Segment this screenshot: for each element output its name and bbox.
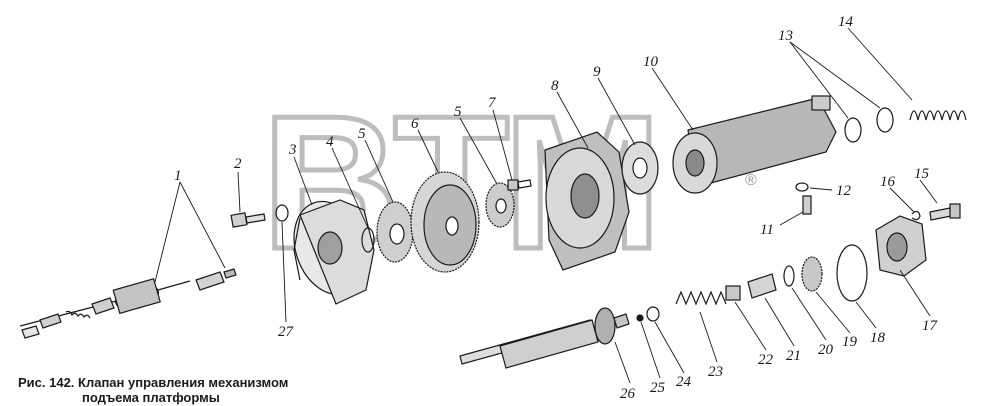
label-24: 24 — [676, 374, 692, 390]
label-18: 18 — [870, 330, 886, 346]
label-1: 1 — [174, 168, 182, 184]
caption-line-2: подъема платформы — [82, 390, 220, 405]
label-4: 4 — [326, 134, 334, 150]
label-16: 16 — [880, 174, 896, 190]
part-9-gasket — [621, 141, 659, 195]
part-21-sleeve — [747, 273, 777, 299]
label-15: 15 — [914, 166, 930, 182]
label-14: 14 — [838, 14, 854, 30]
part-18-ring — [836, 244, 868, 302]
part-11-bolt — [802, 195, 812, 215]
part-12-ring — [795, 182, 809, 192]
label-22: 22 — [758, 352, 774, 368]
label-5b: 5 — [454, 104, 462, 120]
part-10-cylinder-body — [672, 95, 837, 194]
label-12: 12 — [836, 183, 852, 199]
part-3-cover — [293, 199, 375, 305]
label-7: 7 — [488, 95, 497, 111]
label-6: 6 — [411, 116, 419, 132]
label-26: 26 — [620, 386, 636, 402]
label-13: 13 — [778, 28, 793, 44]
label-3: 3 — [288, 142, 297, 158]
part-17-flange — [875, 215, 927, 277]
registered-mark: ® — [745, 172, 757, 189]
label-10: 10 — [643, 54, 659, 70]
part-27-ring — [275, 204, 289, 222]
leader-lines — [154, 27, 938, 384]
label-17: 17 — [922, 318, 939, 334]
part-14-spring — [909, 110, 967, 121]
part-23-spring — [675, 290, 727, 306]
part-13-rings — [844, 107, 894, 143]
part-15-bolt — [929, 203, 961, 221]
part-26-plunger — [459, 307, 630, 369]
part-16-clip — [911, 210, 921, 221]
label-11: 11 — [760, 222, 774, 238]
label-23: 23 — [708, 364, 723, 380]
label-27: 27 — [278, 324, 295, 340]
label-20: 20 — [818, 342, 834, 358]
label-25: 25 — [650, 380, 666, 396]
label-19: 19 — [842, 334, 858, 350]
figure-caption: Рис. 142. Клапан управления механизмом п… — [18, 375, 288, 405]
part-20-ring — [783, 265, 795, 287]
label-9: 9 — [593, 64, 601, 80]
part-8-housing — [544, 131, 630, 271]
caption-line-1: Рис. 142. Клапан управления механизмом — [18, 375, 289, 390]
part-2-bolt — [230, 212, 266, 228]
part-labels: 1 2 3 4 5 6 5 7 8 9 10 11 12 13 14 15 16… — [174, 14, 939, 402]
part-25-ball — [636, 314, 644, 322]
part-6-large-gear — [410, 171, 480, 273]
part-7-screw — [507, 179, 532, 191]
label-2: 2 — [234, 156, 242, 172]
label-5a: 5 — [358, 126, 366, 142]
label-21: 21 — [786, 348, 801, 364]
part-19-gear-ring — [801, 256, 823, 292]
part-1-rod-assembly — [19, 268, 237, 339]
part-22-nut — [725, 285, 741, 301]
part-24-washer — [646, 306, 660, 322]
part-5-gear-left — [376, 201, 414, 263]
part-5-gear-right — [485, 182, 515, 228]
label-8: 8 — [551, 78, 559, 94]
